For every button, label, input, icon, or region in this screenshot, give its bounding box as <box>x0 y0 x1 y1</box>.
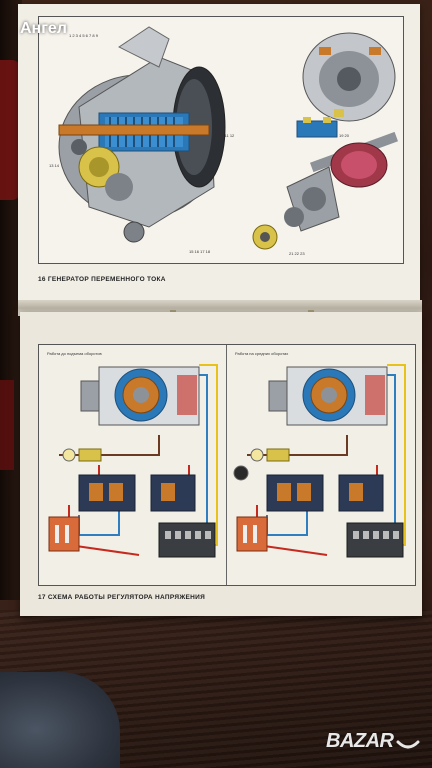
relay-left <box>78 474 136 512</box>
schematic-left-label: Работа до подъема оборотов <box>47 351 102 356</box>
svg-text:19 20: 19 20 <box>339 133 350 138</box>
svg-text:10 11 12: 10 11 12 <box>219 133 235 138</box>
svg-text:13 14: 13 14 <box>49 163 60 168</box>
lower-caption: 17 СХЕМА РАБОТЫ РЕГУЛЯТОРА НАПРЯЖЕНИЯ <box>38 594 206 601</box>
end-cover <box>302 32 396 122</box>
generator-right <box>268 366 388 426</box>
regulator-left <box>150 474 196 512</box>
red-cloth-lower <box>0 380 14 470</box>
upper-caption: 16 ГЕНЕРАТОР ПЕРЕМЕННОГО ТОКА <box>38 276 166 283</box>
staple-left <box>170 310 176 313</box>
red-cloth <box>0 60 20 200</box>
svg-text:15 16 17 18: 15 16 17 18 <box>189 249 211 254</box>
relay-right <box>266 474 324 512</box>
alternator-cutaway <box>58 26 226 243</box>
logo-smile-icon <box>396 740 420 749</box>
user-name: Ангел <box>20 20 67 37</box>
switch-right <box>236 516 268 552</box>
schematic-left: Работа до подъема оборотов <box>47 351 218 558</box>
switch-left <box>48 516 80 552</box>
schematic-right-label: Работа на средних оборотах <box>235 351 288 356</box>
rotor <box>286 131 398 232</box>
battery-left <box>158 522 216 558</box>
svg-text:21 22 23: 21 22 23 <box>289 251 305 256</box>
brush-holder <box>296 117 338 138</box>
logo-text: BAZAR <box>326 730 394 752</box>
generator-left <box>80 366 200 426</box>
lamp-left <box>62 448 102 462</box>
schematic-right: Работа на средних оборотах <box>233 351 406 558</box>
regulator-right <box>338 474 384 512</box>
battery-right <box>346 522 404 558</box>
staple-right <box>308 310 314 313</box>
bearing <box>252 207 304 250</box>
open-book: 1 2 3 4 5 6 7 8 9 10 11 12 13 14 15 16 1… <box>18 4 422 616</box>
bazar-logo: BAZAR <box>322 724 424 758</box>
lower-illustration-frame: Работа до подъема оборотов <box>38 344 416 586</box>
upper-illustration-frame: 1 2 3 4 5 6 7 8 9 10 11 12 13 14 15 16 1… <box>38 16 404 264</box>
lower-page: Работа до подъема оборотов <box>20 312 422 616</box>
upper-page: 1 2 3 4 5 6 7 8 9 10 11 12 13 14 15 16 1… <box>18 4 420 304</box>
panel-divider <box>226 345 227 585</box>
alternator-illustration: 1 2 3 4 5 6 7 8 9 10 11 12 13 14 15 16 1… <box>49 26 398 256</box>
lamp-right <box>233 448 290 481</box>
svg-text:1 2 3 4 5 6 7 8 9: 1 2 3 4 5 6 7 8 9 <box>69 33 99 38</box>
knee-in-jeans <box>0 672 120 768</box>
